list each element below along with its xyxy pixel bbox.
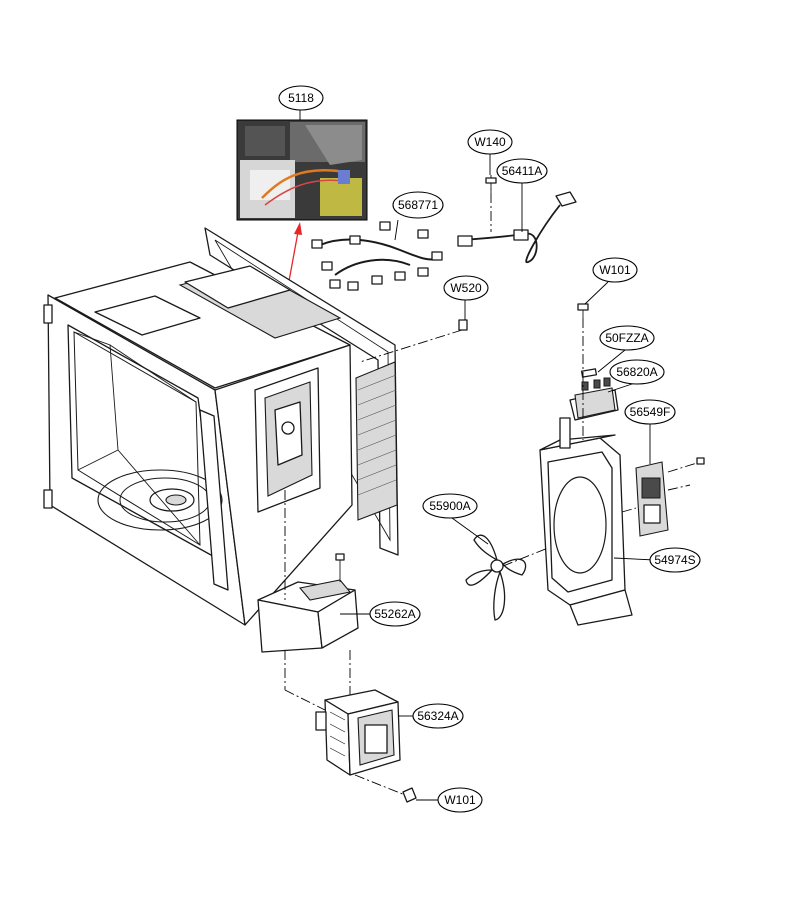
- callout-w140: W140: [467, 129, 513, 155]
- callout-54974s: 54974S: [649, 547, 701, 573]
- callout-5118: 5118: [278, 85, 324, 111]
- callout-label: W140: [474, 135, 506, 149]
- callout-label: 55900A: [429, 499, 470, 513]
- photo-inset: [236, 119, 368, 221]
- callout-w101-top: W101: [592, 257, 638, 283]
- callout-55262a: 55262A: [369, 601, 421, 627]
- callout-568771: 568771: [392, 191, 444, 219]
- interlock-switch: [621, 457, 705, 537]
- switch-holder: [574, 377, 616, 419]
- callout-label: 54974S: [654, 553, 695, 567]
- screw-w520: [359, 319, 468, 363]
- callout-label: 56820A: [616, 365, 657, 379]
- magnetron-bracket: [257, 553, 359, 653]
- callout-label: W101: [444, 793, 476, 807]
- callout-label: 56549F: [630, 405, 671, 419]
- callout-w101-bottom: W101: [437, 787, 483, 813]
- callout-56411a: 56411A: [496, 158, 548, 184]
- callout-56820a: 56820A: [609, 359, 665, 385]
- callout-label: 568771: [398, 198, 438, 212]
- callout-56549f: 56549F: [624, 399, 676, 425]
- screw-w101-bottom: [354, 774, 417, 803]
- fan-blade: [465, 534, 549, 621]
- callout-50fzza: 50FZZA: [599, 325, 655, 351]
- fan-duct-bracket: [539, 389, 633, 626]
- wire-harness: [311, 221, 443, 291]
- power-cord: [457, 191, 577, 263]
- callout-label: 55262A: [374, 607, 415, 621]
- callout-label: W520: [450, 281, 482, 295]
- screw-w101-top: [577, 303, 589, 440]
- screw-w140: [485, 175, 497, 232]
- callout-55900a: 55900A: [422, 493, 478, 519]
- callout-label: 56411A: [502, 164, 542, 178]
- magnetron: [315, 689, 401, 776]
- part-callouts: 5118 W140 56411A 568771 W520 W101 50FZZA: [278, 85, 701, 813]
- callout-w520: W520: [443, 275, 489, 301]
- leader-lines: [299, 110, 656, 801]
- fuse: [580, 368, 598, 378]
- oven-cavity-assembly: [43, 227, 399, 626]
- callout-label: W101: [599, 263, 631, 277]
- callout-label: 50FZZA: [605, 331, 648, 345]
- callout-56324a: 56324A: [412, 703, 464, 729]
- callout-label: 5118: [288, 91, 314, 105]
- callout-label: 56324A: [417, 709, 458, 723]
